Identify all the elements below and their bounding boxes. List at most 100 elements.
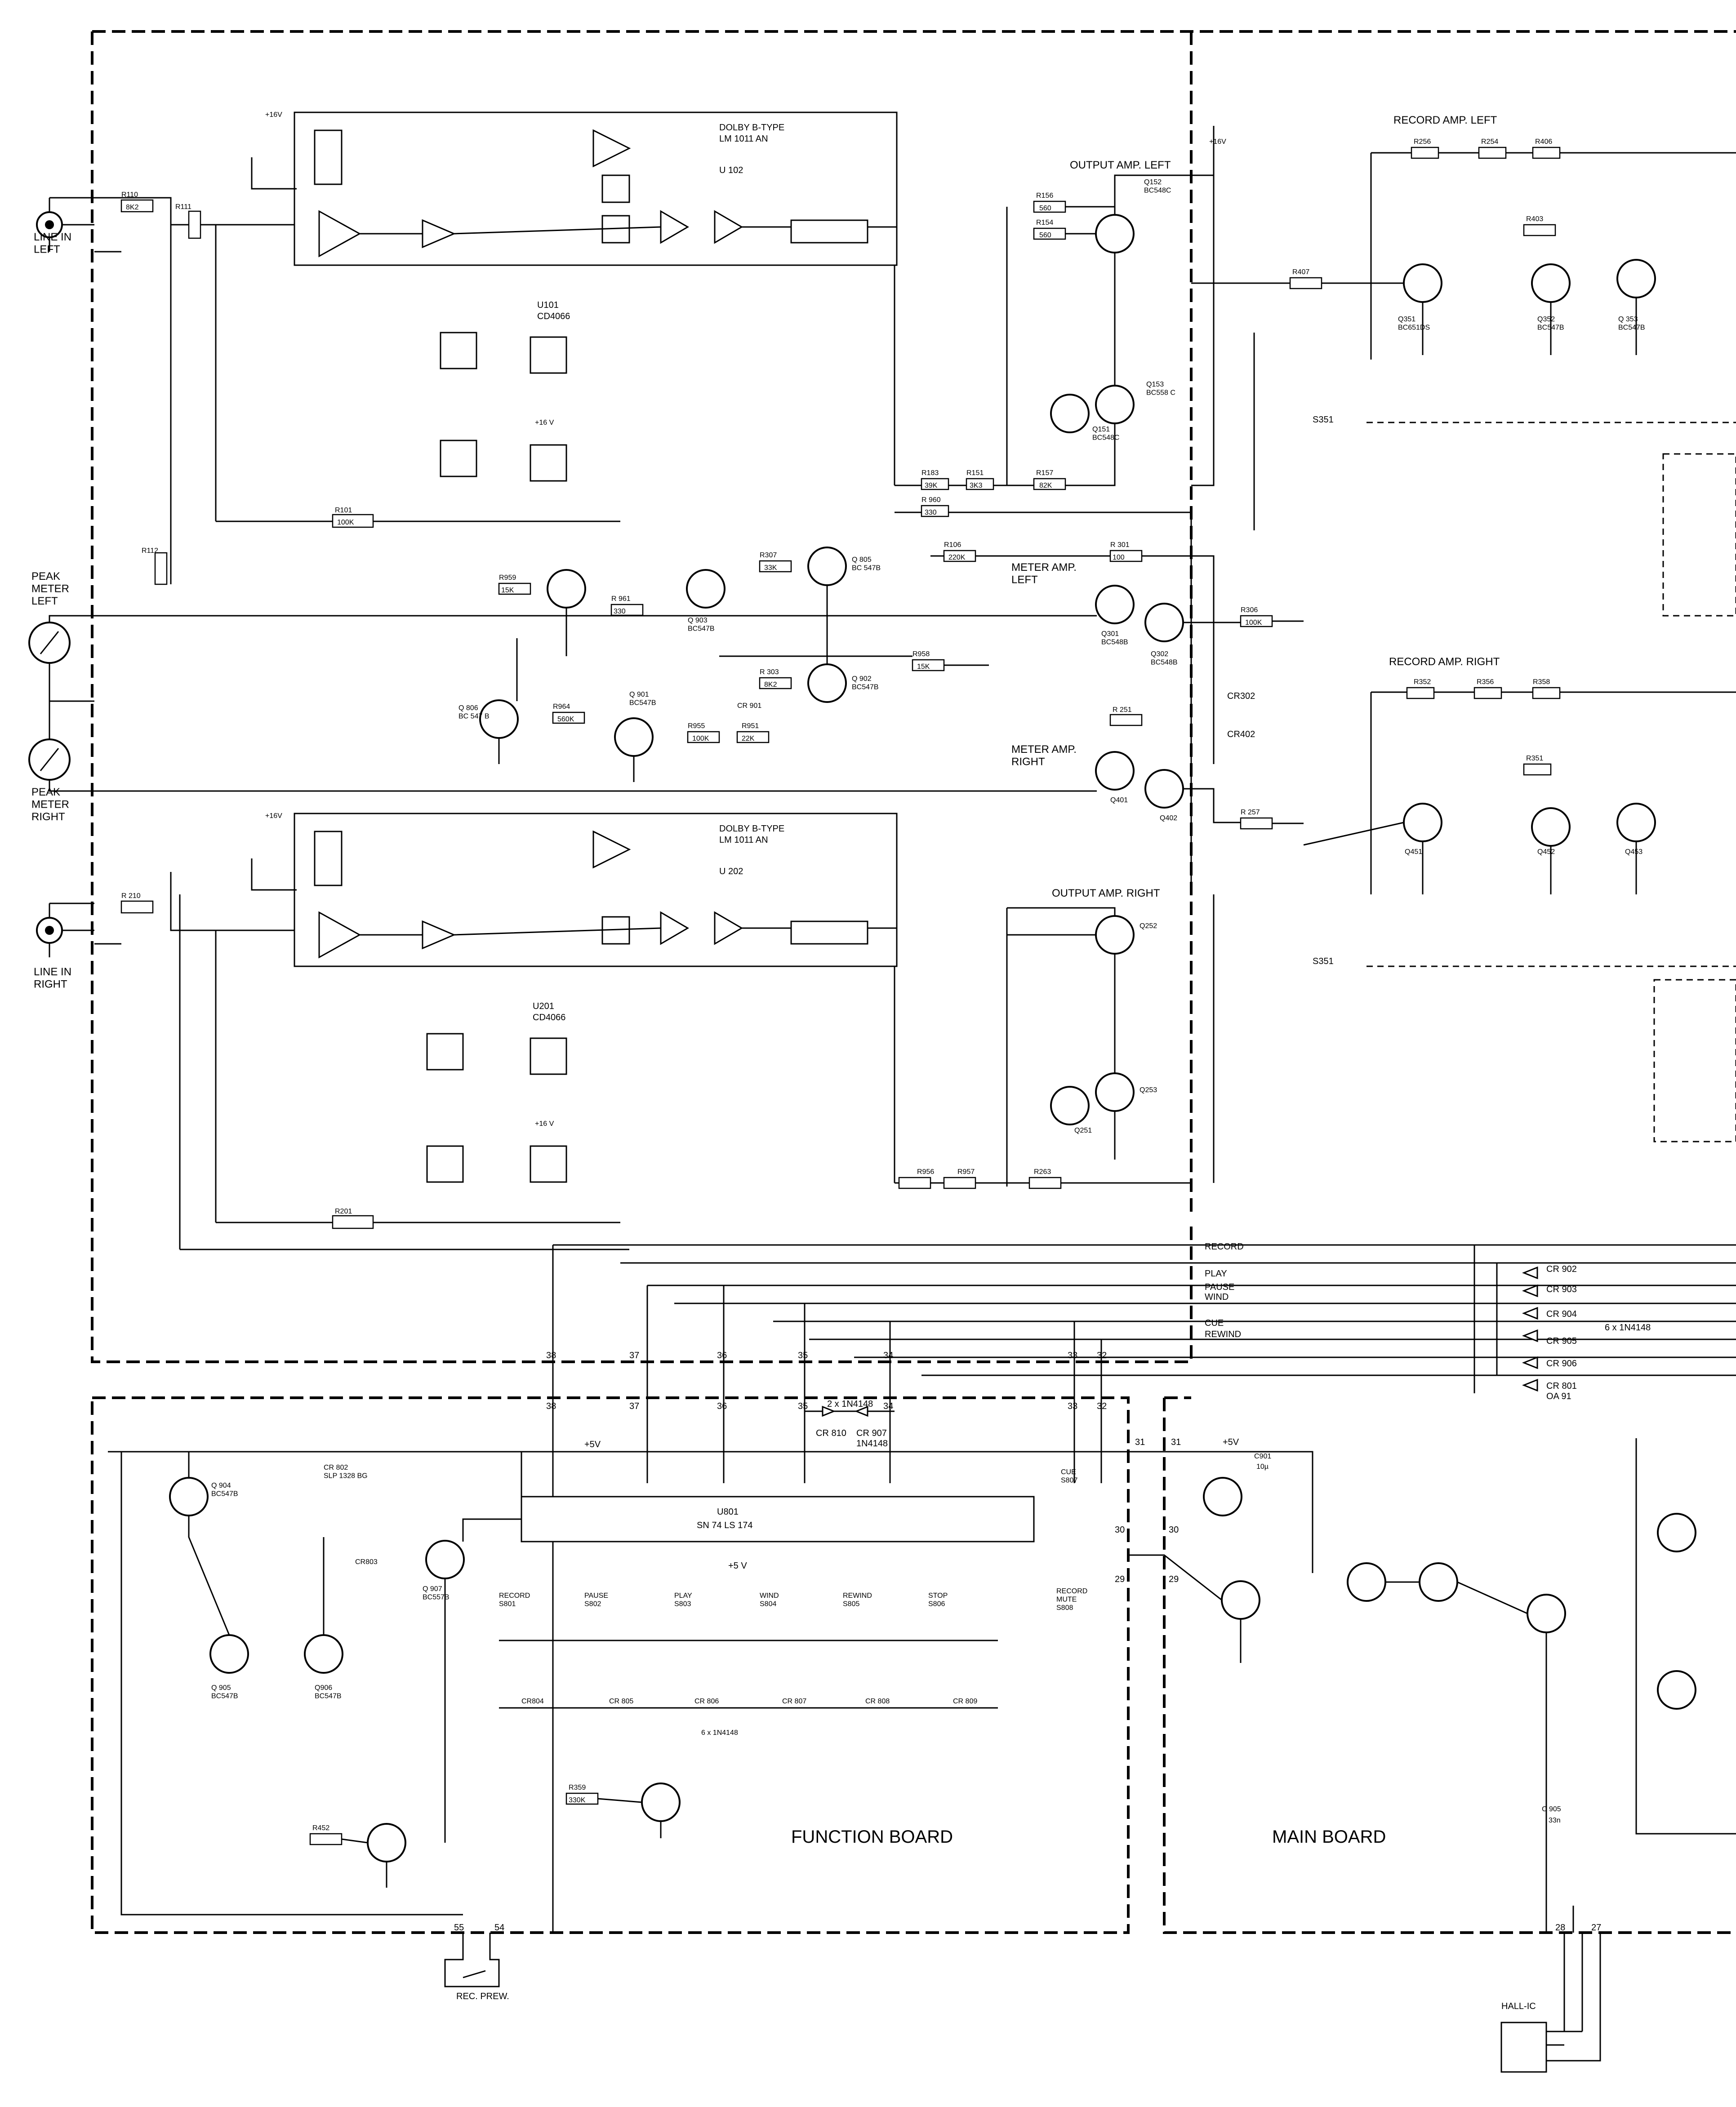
pin-36-top: 36 xyxy=(717,1351,727,1360)
r307-val: 100K xyxy=(1245,619,1262,627)
q801-symbol xyxy=(169,1477,209,1516)
r183-val: 39K xyxy=(925,482,938,489)
q153-symbol xyxy=(1095,385,1135,424)
cr803-808-note: 6 x 1N4148 xyxy=(701,1729,738,1737)
r157-val: 82K xyxy=(1039,482,1052,489)
q351-symbol xyxy=(1403,263,1442,303)
cr904-label: CR 905 xyxy=(1546,1336,1577,1346)
r263-ref: R956 xyxy=(917,1168,934,1176)
q929-symbol xyxy=(686,569,726,609)
misc-function-wires xyxy=(120,1452,1034,1916)
r959-val: 8K2 xyxy=(764,681,777,689)
r951-val: 560K xyxy=(557,716,574,723)
r111-body xyxy=(188,210,201,239)
r819-ref: R359 xyxy=(569,1784,586,1791)
q253-symbol xyxy=(1095,1072,1135,1112)
r960-body xyxy=(921,505,949,517)
u801-ref: U801 xyxy=(717,1507,739,1517)
q452-symbol xyxy=(1531,807,1571,847)
rec-prew-switch[interactable] xyxy=(444,1933,500,1987)
output-amp-right-title: OUTPUT AMP. RIGHT xyxy=(1052,887,1160,899)
u201-switch-c xyxy=(530,1145,567,1183)
plus5v-label: +5V xyxy=(584,1440,601,1449)
line-in-right-jack[interactable] xyxy=(36,902,121,957)
pin-35-top: 35 xyxy=(798,1351,808,1360)
r351-body xyxy=(1289,277,1322,289)
s351-c-label[interactable]: S351 xyxy=(1313,415,1334,425)
q925-symbol xyxy=(807,547,847,586)
pin-55: 55 xyxy=(454,1923,464,1933)
u101-switch-c xyxy=(530,444,567,482)
r210-body xyxy=(120,900,154,914)
r956-ref: R955 xyxy=(688,722,705,730)
u102-amp-1 xyxy=(318,210,361,258)
r959-body xyxy=(759,677,792,689)
r812-ref: R452 xyxy=(312,1824,329,1832)
r458-body xyxy=(1532,687,1561,699)
line-in-left-jack[interactable] xyxy=(36,197,121,253)
q803-symbol xyxy=(304,1634,343,1674)
q252-symbol xyxy=(1095,915,1135,955)
r101-ref: R101 xyxy=(335,507,352,514)
meter-amp-left-title: METER AMP.LEFT xyxy=(1011,561,1077,586)
r964-ref: R959 xyxy=(499,574,516,582)
r251-ref: R957 xyxy=(957,1168,975,1176)
q402-symbol xyxy=(1144,769,1184,809)
q802-symbol xyxy=(209,1634,249,1674)
cr901-label: CR 902 xyxy=(1546,1264,1577,1274)
r958-val: 33K xyxy=(764,564,777,572)
r359-ref: R403 xyxy=(1526,215,1543,223)
u202-amp-4 xyxy=(714,911,743,945)
q452-label: Q452 xyxy=(1537,848,1555,856)
q902-symbol xyxy=(1221,1580,1260,1620)
r352-body xyxy=(1411,147,1439,159)
cr802-label: CR803 xyxy=(355,1558,378,1566)
u101-part: CD4066 xyxy=(537,311,570,321)
function-switch-row xyxy=(499,1640,998,1709)
pin-29-right: 29 xyxy=(1169,1574,1179,1584)
cr803-label: CR804 xyxy=(521,1698,544,1705)
r111-ref: R111 xyxy=(175,203,191,211)
cr807-label: CR 808 xyxy=(865,1698,890,1705)
plus5v-main-label: +5V xyxy=(1223,1437,1239,1447)
q401-symbol xyxy=(1095,751,1135,791)
r156-val: 560 xyxy=(1039,204,1051,212)
main-board-label: MAIN BOARD xyxy=(1272,1827,1386,1847)
cr931-label: CR 901 xyxy=(737,702,761,710)
cr804-label: CR 805 xyxy=(609,1698,633,1705)
r958-ref: R307 xyxy=(760,551,777,559)
q903-symbol xyxy=(1347,1562,1386,1602)
u801-part: SN 74 LS 174 xyxy=(697,1520,753,1530)
r110-ref: R110 xyxy=(121,191,138,199)
r356-body xyxy=(1478,147,1507,159)
q928-symbol xyxy=(547,569,586,609)
r951-ref: R964 xyxy=(553,703,570,711)
cr901-906-diodes xyxy=(1473,1245,1538,1393)
u202-block-4 xyxy=(314,831,343,886)
peak-meter-right xyxy=(28,701,94,792)
peak-meter-left xyxy=(28,615,94,702)
cr903-label: CR 904 xyxy=(1546,1309,1577,1319)
s351-d-label[interactable]: S351 xyxy=(1313,956,1334,966)
u202-amp-5 xyxy=(592,830,631,869)
r452-body xyxy=(1406,687,1435,699)
